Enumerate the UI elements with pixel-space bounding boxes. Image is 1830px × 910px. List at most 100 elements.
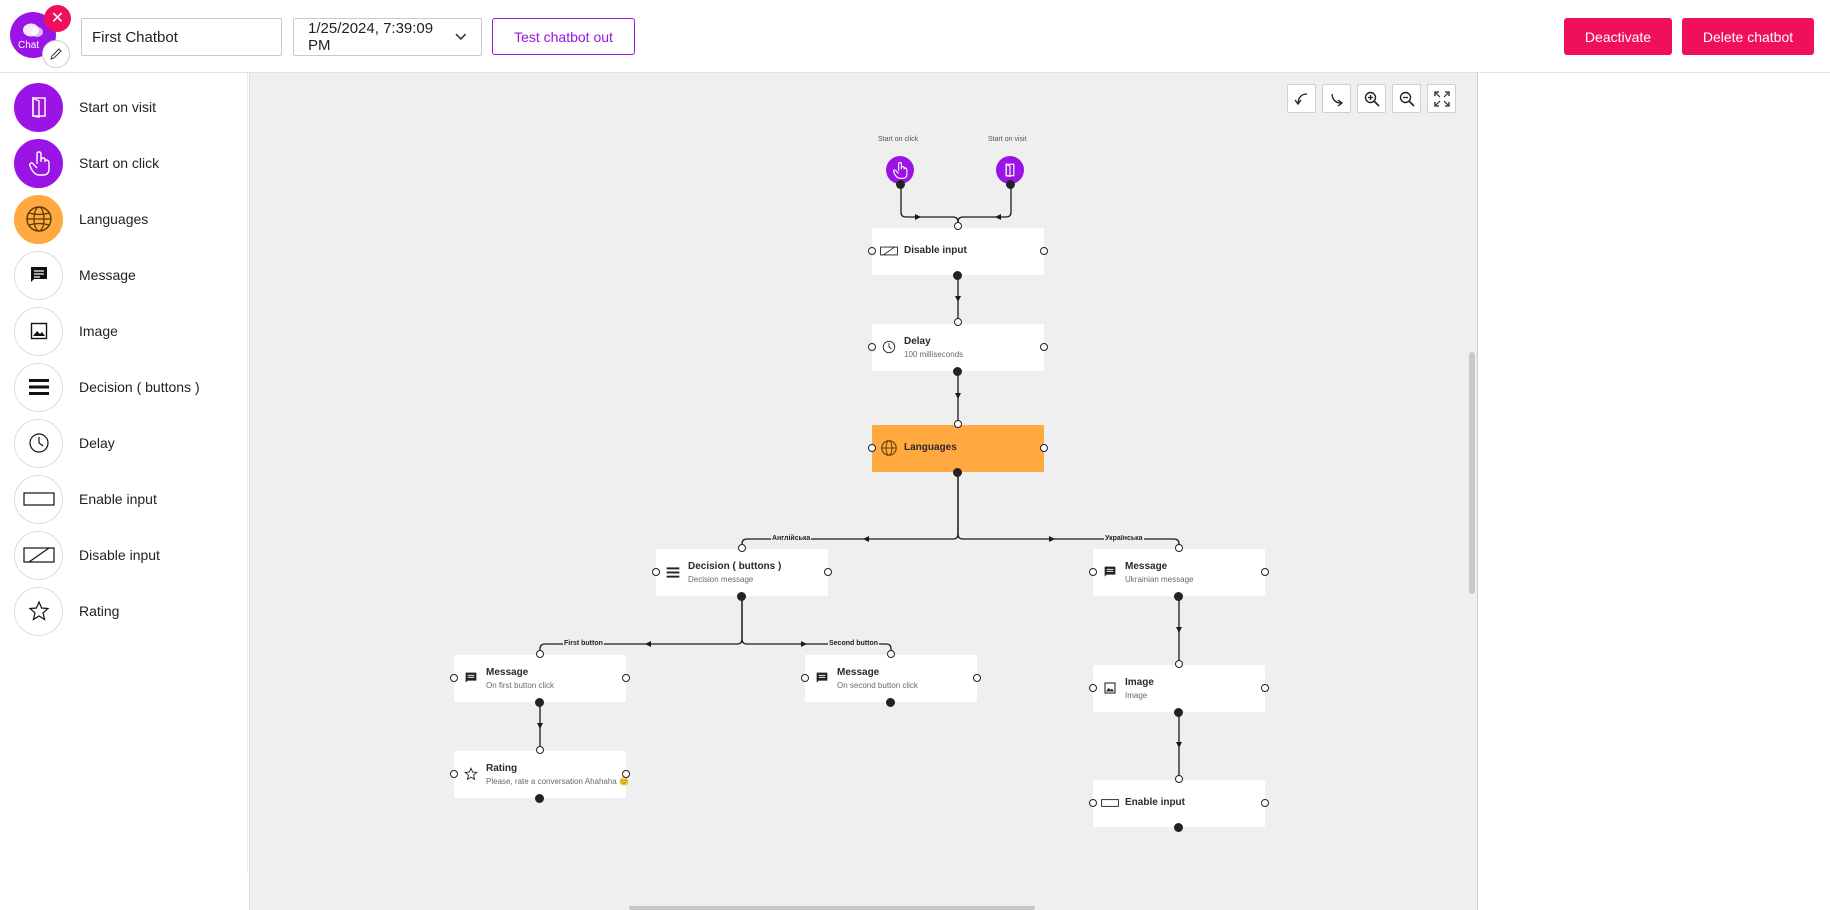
- logo-text: Chat: [18, 40, 40, 51]
- left-port[interactable]: [868, 343, 876, 351]
- start-on-visit-node[interactable]: [996, 156, 1024, 184]
- left-port[interactable]: [801, 674, 809, 682]
- date-value: 1/25/2024, 7:39:09 PM: [308, 20, 434, 54]
- output-port[interactable]: [953, 367, 962, 376]
- output-port[interactable]: [535, 698, 544, 707]
- output-port[interactable]: [737, 592, 746, 601]
- zoom-out-button[interactable]: [1392, 84, 1421, 113]
- output-port[interactable]: [535, 794, 544, 803]
- node-image[interactable]: Image Image: [1093, 665, 1265, 712]
- right-port[interactable]: [622, 770, 630, 778]
- left-port[interactable]: [450, 770, 458, 778]
- left-port[interactable]: [1089, 799, 1097, 807]
- vertical-scrollbar[interactable]: [1469, 352, 1475, 594]
- palette-label: Start on visit: [79, 99, 157, 115]
- palette-item-disable-input[interactable]: Disable input: [14, 529, 244, 581]
- palette-label: Image: [79, 323, 118, 339]
- expand-icon: [1433, 90, 1450, 107]
- palette-item-delay[interactable]: Delay: [14, 417, 244, 469]
- image-icon: [14, 306, 63, 356]
- flow-canvas[interactable]: [249, 73, 1477, 910]
- version-date-select[interactable]: 1/25/2024, 7:39:09 PM: [293, 18, 482, 56]
- chevron-down-icon: [455, 33, 467, 41]
- test-chatbot-button[interactable]: Test chatbot out: [492, 18, 635, 55]
- node-message-first-button[interactable]: Message On first button click: [454, 655, 626, 702]
- delete-chatbot-button[interactable]: Delete chatbot: [1682, 18, 1814, 55]
- right-port[interactable]: [973, 674, 981, 682]
- edit-name-button[interactable]: [42, 40, 70, 68]
- input-port[interactable]: [887, 650, 895, 658]
- start-on-click-node[interactable]: [886, 156, 914, 184]
- node-rating[interactable]: Rating Please, rate a conversation Ahaha…: [454, 751, 629, 798]
- node-title: Image: [1125, 677, 1154, 688]
- right-port[interactable]: [1040, 444, 1048, 452]
- redo-button[interactable]: [1322, 84, 1351, 113]
- palette-item-start-on-visit[interactable]: Start on visit: [14, 81, 244, 133]
- input-port[interactable]: [1175, 660, 1183, 668]
- output-port[interactable]: [1174, 708, 1183, 717]
- left-port[interactable]: [450, 674, 458, 682]
- fit-view-button[interactable]: [1427, 84, 1456, 113]
- right-port[interactable]: [1261, 684, 1269, 692]
- zoom-in-button[interactable]: [1357, 84, 1386, 113]
- list-icon: [664, 563, 682, 581]
- node-disable-input[interactable]: Disable input: [872, 228, 1044, 275]
- left-port[interactable]: [652, 568, 660, 576]
- palette-item-decision[interactable]: Decision ( buttons ): [14, 361, 244, 413]
- edge-label-second-button: Second button: [828, 640, 879, 647]
- chatbot-name-input[interactable]: [81, 18, 282, 56]
- output-port[interactable]: [1174, 592, 1183, 601]
- input-port[interactable]: [954, 318, 962, 326]
- node-delay[interactable]: Delay 100 milliseconds: [872, 324, 1044, 371]
- right-port[interactable]: [824, 568, 832, 576]
- input-port[interactable]: [738, 544, 746, 552]
- palette-item-message[interactable]: Message: [14, 249, 244, 301]
- node-title: Languages: [904, 442, 957, 453]
- input-port[interactable]: [1175, 775, 1183, 783]
- chat-bubble-icon: [23, 23, 43, 37]
- node-message-ukrainian[interactable]: Message Ukrainian message: [1093, 549, 1265, 596]
- node-decision[interactable]: Decision ( buttons ) Decision message: [656, 549, 828, 596]
- output-port[interactable]: [896, 180, 905, 189]
- input-port[interactable]: [536, 650, 544, 658]
- right-port[interactable]: [622, 674, 630, 682]
- output-port[interactable]: [1006, 180, 1015, 189]
- node-title: Enable input: [1125, 797, 1185, 808]
- node-enable-input[interactable]: Enable input: [1093, 780, 1265, 827]
- node-title: Disable input: [904, 245, 967, 256]
- output-port[interactable]: [886, 698, 895, 707]
- right-port[interactable]: [1040, 343, 1048, 351]
- input-port[interactable]: [954, 222, 962, 230]
- close-button[interactable]: ✕: [44, 5, 71, 32]
- zoom-out-icon: [1399, 91, 1415, 107]
- left-port[interactable]: [868, 444, 876, 452]
- node-languages[interactable]: Languages: [872, 425, 1044, 472]
- left-port[interactable]: [1089, 568, 1097, 576]
- palette-item-enable-input[interactable]: Enable input: [14, 473, 244, 525]
- palette-label: Languages: [79, 211, 149, 227]
- deactivate-button[interactable]: Deactivate: [1564, 18, 1672, 55]
- right-port[interactable]: [1261, 568, 1269, 576]
- input-port[interactable]: [1175, 544, 1183, 552]
- palette-item-start-on-click[interactable]: Start on click: [14, 137, 244, 189]
- palette-item-image[interactable]: Image: [14, 305, 244, 357]
- left-port[interactable]: [868, 247, 876, 255]
- input-box-icon: [14, 474, 63, 524]
- input-port[interactable]: [536, 746, 544, 754]
- input-disabled-icon: [14, 530, 63, 580]
- node-subtitle: On second button click: [837, 681, 918, 690]
- right-port[interactable]: [1040, 247, 1048, 255]
- output-port[interactable]: [1174, 823, 1183, 832]
- left-port[interactable]: [1089, 684, 1097, 692]
- horizontal-scrollbar[interactable]: [629, 906, 1035, 910]
- output-port[interactable]: [953, 271, 962, 280]
- image-icon: [1101, 679, 1119, 697]
- palette-item-languages[interactable]: Languages: [14, 193, 244, 245]
- input-port[interactable]: [954, 420, 962, 428]
- node-message-second-button[interactable]: Message On second button click: [805, 655, 977, 702]
- right-port[interactable]: [1261, 799, 1269, 807]
- undo-button[interactable]: [1287, 84, 1316, 113]
- output-port[interactable]: [953, 468, 962, 477]
- palette-item-rating[interactable]: Rating: [14, 585, 244, 637]
- hand-pointer-icon: [14, 138, 63, 188]
